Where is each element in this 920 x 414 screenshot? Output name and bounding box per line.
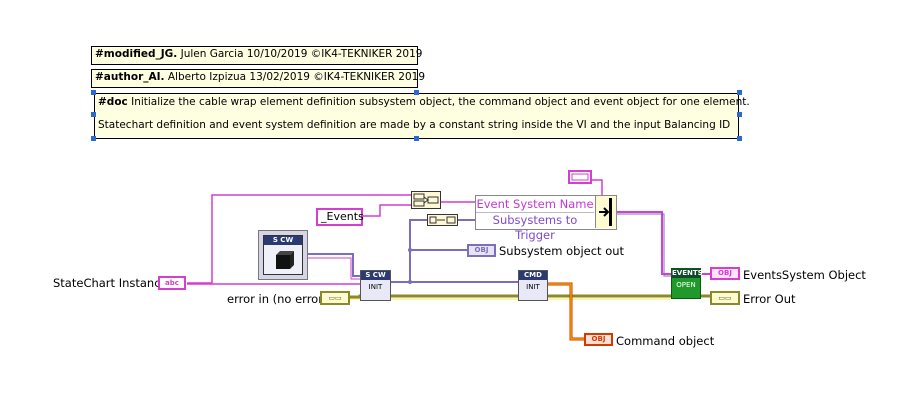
selection-handle[interactable] [91,136,96,141]
author-text: Alberto Izpizua 13/02/2019 ©IK4-TEKNIKER… [167,71,426,83]
selection-handle[interactable] [414,90,419,95]
selection-handle[interactable] [91,112,96,117]
string-const-icon [571,173,589,181]
scw-init-label: INIT [368,283,383,291]
author-comment: #author_AI. Alberto Izpizua 13/02/2019 ©… [91,69,425,88]
doc-comment[interactable]: #doc Initialize the cable wrap element d… [94,93,750,139]
error-out-label: Error Out [743,292,796,306]
wire-bundle-to-events [615,211,671,275]
subsystem-out-terminal[interactable]: OBJ [467,244,496,257]
command-object-terminal[interactable]: OBJ [584,333,613,346]
events-system-object-label: EventsSystem Object [743,268,866,282]
error-in-label: error in (no error) [227,292,328,306]
events-open-label: OPEN [676,281,696,289]
error-cluster-icon: ▭▭ [718,294,732,302]
selection-handle[interactable] [414,136,419,141]
author-tag: #author_AI. [95,71,165,83]
statechart-instance-label: StateChart Instance [53,276,168,290]
bundle-input-strip [595,196,616,228]
modified-text: Julen Garcia 10/10/2019 ©IK4-TEKNIKER 20… [180,48,423,60]
statechart-instance-terminal[interactable]: abc [158,276,186,290]
cmd-init-label: INIT [526,283,540,291]
scw-init-header: S CW [361,271,390,280]
wire-statechart-to-bundle [187,194,412,284]
events-open-header: EVENTS [672,269,703,278]
scw-const-inner: S CW [263,235,303,275]
events-open-node[interactable]: EVENTS OPEN [671,268,703,299]
modified-tag: #modified_JG. [95,48,178,60]
bundle-icon [599,198,612,226]
doc-line1: Initialize the cable wrap element defini… [131,96,750,108]
wire-cmd-out [548,282,585,341]
top-string-constant[interactable] [568,170,592,184]
error-cluster-icon: ▭▭ [328,294,342,302]
selection-handle[interactable] [737,112,742,117]
scw-class-constant[interactable]: S CW [258,230,308,280]
abc-glyph: abc [165,279,179,287]
cmd-init-header: CMD [519,271,547,280]
bundle-by-name-node[interactable]: Event System Name Subsystems to Trigger [475,195,617,242]
subsystem-out-label: Subsystem object out [499,244,625,258]
events-string-constant[interactable]: _Events [316,208,364,226]
cube-icon [276,251,294,269]
error-in-terminal[interactable]: ▭▭ [320,291,350,305]
selection-handle[interactable] [91,90,96,95]
build-array-icon [429,216,456,224]
build-array-node[interactable] [427,214,458,226]
bundle-field-event-system-name: Event System Name [476,197,594,213]
doc-line2: Statechart definition and event system d… [98,119,731,131]
wire-events-const [362,204,412,217]
doc-tag: #doc [98,96,128,108]
selection-handle[interactable] [737,90,742,95]
selection-handle[interactable] [737,136,742,141]
cmd-init-node[interactable]: CMD INIT [518,270,548,301]
wire-scw-const-to-init [306,253,360,277]
concatenate-strings-node[interactable] [411,191,441,209]
scw-init-node[interactable]: S CW INIT [360,270,391,301]
events-system-object-terminal[interactable]: OBJ [710,267,740,280]
modified-comment: #modified_JG. Julen Garcia 10/10/2019 ©I… [91,46,422,65]
scw-const-header: S CW [264,236,302,245]
bundle-field-subsystems-to-trigger: Subsystems to Trigger [492,213,578,242]
error-out-terminal[interactable]: ▭▭ [710,291,740,305]
command-object-label: Command object [616,334,715,348]
concatenate-icon [413,193,439,207]
wire-bundle-top [592,179,603,196]
